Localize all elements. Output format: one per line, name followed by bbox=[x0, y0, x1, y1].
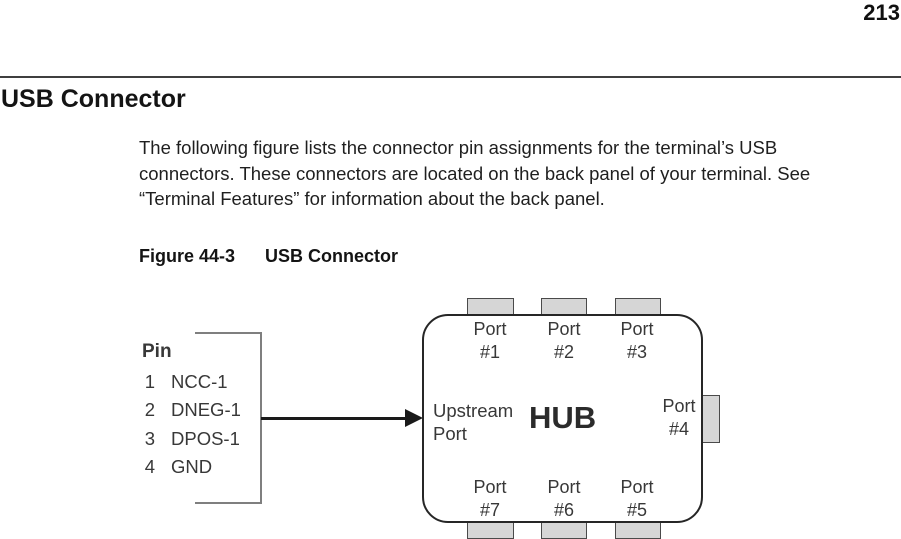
port-name: Port bbox=[547, 319, 581, 339]
port-number: #1 bbox=[479, 341, 501, 362]
figure-caption: Figure 44-3 USB Connector bbox=[139, 246, 398, 267]
pin-table-header: Pin bbox=[142, 341, 172, 362]
port-number: #3 bbox=[626, 341, 648, 362]
pin-signal: NCC-1 bbox=[171, 371, 228, 393]
upstream-port-label: Upstream Port bbox=[433, 399, 513, 445]
page-title: USB Connector bbox=[1, 85, 186, 113]
pin-row: 4 GND bbox=[143, 453, 241, 481]
port-name: Port bbox=[662, 396, 696, 416]
figure-caption-title: USB Connector bbox=[265, 246, 399, 266]
port-number: #7 bbox=[479, 499, 501, 520]
pin-table: 1 NCC-1 2 DNEG-1 3 DPOS-1 4 GND bbox=[143, 368, 241, 481]
port-name: Port bbox=[620, 477, 654, 497]
port-number: #4 bbox=[668, 418, 690, 439]
port-name: Port bbox=[547, 477, 581, 497]
page-number: 213 bbox=[863, 0, 900, 25]
usb-port-tab-bottom-2 bbox=[541, 521, 587, 539]
pin-number: 2 bbox=[144, 399, 155, 421]
bracket-bottom-line bbox=[195, 502, 262, 504]
hub-label: HUB bbox=[529, 400, 597, 435]
upstream-port-line2: Port bbox=[433, 423, 467, 444]
port-number: #6 bbox=[553, 499, 575, 520]
port-label-6: Port #6 bbox=[533, 476, 595, 521]
pin-number: 4 bbox=[144, 456, 155, 478]
arrow-head-icon bbox=[405, 409, 423, 427]
pin-row: 3 DPOS-1 bbox=[143, 425, 241, 453]
pin-row: 1 NCC-1 bbox=[143, 368, 241, 396]
figure-caption-label: Figure 44-3 bbox=[139, 246, 236, 266]
port-number: #2 bbox=[553, 341, 575, 362]
body-line: The following figure lists the connector… bbox=[139, 137, 778, 158]
port-label-1: Port #1 bbox=[459, 318, 521, 363]
port-name: Port bbox=[473, 477, 507, 497]
port-name: Port bbox=[620, 319, 654, 339]
port-label-5: Port #5 bbox=[606, 476, 668, 521]
body-line: connectors. These connectors are located… bbox=[139, 162, 811, 184]
port-name: Port bbox=[473, 319, 507, 339]
upstream-port-line1: Upstream bbox=[433, 400, 514, 421]
hub-box bbox=[422, 314, 703, 523]
port-number: #5 bbox=[626, 499, 648, 520]
port-label-7: Port #7 bbox=[459, 476, 521, 521]
pin-signal: GND bbox=[171, 456, 213, 478]
pin-number: 3 bbox=[144, 427, 155, 449]
pin-row: 2 DNEG-1 bbox=[143, 396, 241, 424]
port-label-2: Port #2 bbox=[533, 318, 595, 363]
pin-signal: DPOS-1 bbox=[171, 427, 240, 449]
header-rule bbox=[0, 76, 901, 78]
body-line: “Terminal Features” for information abou… bbox=[139, 188, 605, 209]
usb-port-tab-bottom-1 bbox=[467, 521, 514, 539]
port-label-3: Port #3 bbox=[606, 318, 668, 363]
pin-signal: DNEG-1 bbox=[171, 399, 241, 421]
bracket-top-line bbox=[195, 332, 262, 334]
arrow-line bbox=[261, 417, 408, 420]
body-paragraph: The following figure lists the connector… bbox=[139, 135, 810, 212]
pin-number: 1 bbox=[144, 371, 155, 393]
usb-port-tab-bottom-3 bbox=[615, 521, 661, 539]
port-label-4: Port #4 bbox=[648, 395, 710, 440]
